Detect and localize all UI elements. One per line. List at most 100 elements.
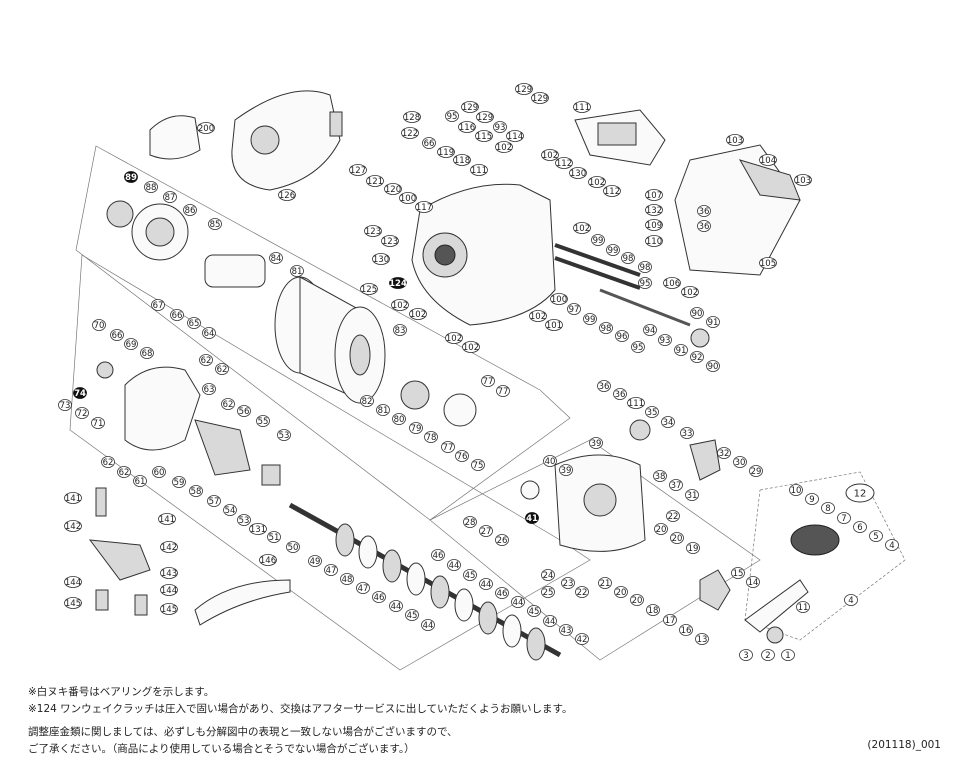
part-label-bubble	[690, 351, 704, 363]
part-label-4: 4	[885, 539, 899, 551]
part-label-text: 117	[416, 203, 432, 213]
part-label-text: 82	[362, 397, 373, 407]
part-label-bubble	[208, 218, 222, 230]
part-label-text: 14	[748, 578, 759, 588]
part-label-89: 89	[124, 171, 138, 183]
callout-label: 12	[854, 489, 867, 500]
part-label-text: 45	[465, 571, 476, 581]
part-label-text: 46	[497, 589, 508, 599]
part-label-text: 4	[889, 541, 894, 551]
part-label-bubble	[506, 130, 524, 142]
part-label-bubble	[479, 525, 493, 537]
part-label-bubble	[567, 303, 581, 315]
part-label-bubble	[541, 569, 555, 581]
part-label-44: 44	[421, 619, 435, 631]
part-label-62: 62	[117, 466, 131, 478]
part-label-bubble	[550, 293, 568, 305]
nut-1	[766, 626, 784, 644]
part-label-124: 124	[389, 277, 407, 289]
part-label-bubble	[462, 341, 480, 353]
part-label-bubble	[541, 149, 559, 161]
note-clutch: ※124 ワンウェイクラッチは圧入で固い場合があり、交換はアフターサービスに出し…	[28, 703, 573, 715]
part-label-24: 24	[541, 569, 555, 581]
part-label-80: 80	[392, 413, 406, 425]
part-label-90: 90	[690, 307, 704, 319]
part-label-82: 82	[360, 395, 374, 407]
gear-77	[443, 393, 477, 427]
gear-87-hub	[145, 217, 175, 247]
part-label-text: 53	[279, 431, 290, 441]
part-label-text: 53	[239, 516, 250, 526]
part-label-text: 130	[373, 255, 389, 265]
part-label-bubble	[133, 475, 147, 487]
part-label-text: 70	[94, 321, 105, 331]
part-label-bubble	[199, 354, 213, 366]
part-label-bubble	[376, 404, 390, 416]
part-label-9: 9	[805, 493, 819, 505]
part-label-text: 62	[103, 458, 114, 468]
part-label-103: 103	[794, 174, 812, 186]
part-label-bubble	[160, 603, 178, 615]
part-label-112: 112	[603, 185, 621, 197]
part-label-111: 111	[627, 397, 645, 409]
part-label-text: 111	[471, 166, 487, 176]
part-label-bubble	[697, 220, 711, 232]
part-label-19: 19	[686, 542, 700, 554]
part-label-77: 77	[496, 385, 510, 397]
part-label-bubble	[654, 523, 668, 535]
part-label-bubble	[392, 413, 406, 425]
part-label-59: 59	[172, 476, 186, 488]
part-label-text: 93	[495, 123, 506, 133]
part-label-bubble	[630, 594, 644, 606]
part-label-bubble	[393, 324, 407, 336]
part-label-55: 55	[256, 415, 270, 427]
part-label-122: 122	[401, 127, 419, 139]
part-label-102: 102	[445, 332, 463, 344]
part-label-22: 22	[575, 586, 589, 598]
part-label-text: 96	[617, 332, 628, 342]
part-label-bubble	[391, 299, 409, 311]
main-frame	[411, 183, 556, 326]
part-label-text: 83	[395, 326, 406, 336]
part-label-54: 54	[223, 504, 237, 516]
part-label-text: 129	[532, 94, 548, 104]
part-label-bubble	[421, 619, 435, 631]
part-label-bubble	[789, 484, 803, 496]
part-label-114: 114	[506, 130, 524, 142]
part-label-bubble	[643, 324, 657, 336]
part-label-text: 44	[545, 617, 556, 627]
part-label-text: 101	[546, 321, 562, 331]
part-label-36: 36	[697, 205, 711, 217]
part-label-66: 66	[422, 137, 436, 149]
part-label-62: 62	[101, 456, 115, 468]
part-label-bubble	[495, 141, 513, 153]
rod-98	[554, 256, 641, 290]
part-label-text: 16	[681, 626, 692, 636]
part-label-bubble	[117, 466, 131, 478]
part-label-97: 97	[567, 303, 581, 315]
part-label-84: 84	[269, 252, 283, 264]
part-label-text: 72	[77, 409, 88, 419]
part-label-text: 37	[671, 481, 682, 491]
part-label-text: 145	[161, 605, 177, 615]
part-label-105: 105	[759, 257, 777, 269]
part-label-text: 79	[411, 424, 422, 434]
part-label-bubble	[202, 327, 216, 339]
part-label-text: 77	[498, 387, 509, 397]
part-label-bubble	[749, 465, 763, 477]
part-label-text: 95	[633, 343, 644, 353]
part-label-bubble	[415, 201, 433, 213]
part-label-text: 109	[646, 221, 662, 231]
part-label-text: 112	[556, 159, 572, 169]
part-label-8: 8	[821, 502, 835, 514]
part-label-text: 129	[516, 85, 532, 95]
part-label-95: 95	[445, 110, 459, 122]
part-label-76: 76	[455, 450, 469, 462]
part-label-text: 44	[481, 580, 492, 590]
part-label-text: 105	[760, 259, 776, 269]
part-label-29: 29	[749, 465, 763, 477]
part-label-text: 116	[459, 123, 475, 133]
part-label-text: 142	[161, 543, 177, 553]
part-label-145: 145	[64, 597, 82, 609]
part-label-bubble	[555, 157, 573, 169]
